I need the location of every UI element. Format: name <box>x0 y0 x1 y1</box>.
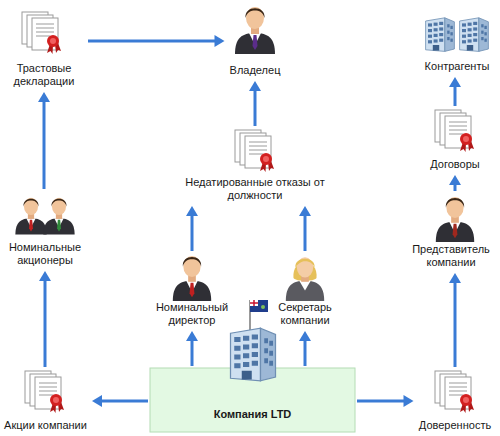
document-icon <box>435 110 474 152</box>
flow-arrow <box>299 206 311 251</box>
document-icon <box>25 371 64 413</box>
flow-arrow <box>88 35 225 47</box>
icon-node: Недатированные отказы от должности <box>178 128 332 203</box>
node-label: Акции компании <box>4 419 87 432</box>
icon-node: Договоры <box>428 108 482 172</box>
person-icon <box>173 256 211 301</box>
flow-arrow <box>449 273 461 367</box>
arrow-line <box>191 214 194 251</box>
arrow-head <box>449 77 461 87</box>
node-label: Доверенность <box>419 419 491 432</box>
arrow-head <box>186 206 198 216</box>
icon-space <box>3 191 87 241</box>
flow-arrow <box>249 81 261 126</box>
company-box: Компания LTD <box>150 368 355 432</box>
arrow-head <box>38 92 50 102</box>
flow-arrow <box>92 395 148 407</box>
arrow-line <box>304 214 307 251</box>
icon-space <box>423 10 492 56</box>
icon-space <box>428 108 482 154</box>
arrow-line <box>357 400 406 403</box>
icon-space <box>261 253 350 301</box>
icon-space <box>2 10 86 62</box>
node-label: Договоры <box>430 158 479 171</box>
arrow-head <box>215 35 225 47</box>
flag <box>250 300 268 312</box>
arrow-line <box>454 281 457 367</box>
flow-arrow <box>38 92 50 189</box>
person-icon <box>15 198 46 235</box>
person-icon <box>286 257 324 301</box>
document-icon <box>235 130 274 172</box>
node-label: Недатированные отказы от должности <box>180 176 330 202</box>
arrow-head <box>186 331 198 341</box>
flow-arrow <box>449 77 461 106</box>
arrow-head <box>404 395 414 407</box>
node-label: Компания LTD <box>214 408 292 421</box>
arrow-head <box>92 395 102 407</box>
flow-arrow <box>357 395 414 407</box>
person-icon <box>43 198 74 235</box>
company-building <box>231 328 276 381</box>
document-icon <box>22 12 61 54</box>
node-label: Номинальный директор <box>150 301 235 327</box>
arrow-line <box>100 400 148 403</box>
building-icon <box>426 18 455 52</box>
icon-space <box>178 128 332 176</box>
person-icon <box>436 197 474 242</box>
arrow-line <box>304 339 307 366</box>
building-icon <box>460 18 489 52</box>
arrow-line <box>454 85 457 106</box>
arrow-head <box>39 271 51 281</box>
icon-node: Номинальный директор <box>148 253 237 328</box>
icon-space <box>417 369 494 415</box>
icon-node: Секретарь компании <box>261 253 350 328</box>
icon-node: Трастовые декларации <box>2 10 86 89</box>
arrow-head <box>449 273 461 283</box>
arrow-head <box>299 206 311 216</box>
arrow-line <box>43 100 46 189</box>
icon-node: Акции компании <box>2 369 89 433</box>
arrow-line <box>254 89 257 126</box>
arrow-head <box>249 81 261 91</box>
flow-arrow <box>186 331 198 366</box>
icon-space <box>228 4 283 60</box>
flow-arrow <box>186 206 198 251</box>
icon-node: Контрагенты <box>423 10 492 74</box>
icon-node: Представитель компании <box>404 193 498 270</box>
node-label: Номинальные акционеры <box>5 241 85 267</box>
flow-arrow <box>299 331 311 366</box>
node-label: Контрагенты <box>425 60 490 73</box>
node-label: Трастовые декларации <box>4 62 84 88</box>
arrow-head <box>299 331 311 341</box>
icon-node: Номинальные акционеры <box>3 191 87 268</box>
node-label: Представитель компании <box>406 243 496 269</box>
flow-arrow <box>449 175 461 191</box>
icon-space <box>404 193 498 243</box>
flow-arrow <box>39 271 51 367</box>
document-icon <box>435 371 474 413</box>
icon-space <box>148 253 237 301</box>
icon-space <box>2 369 89 415</box>
arrow-line <box>191 339 194 366</box>
arrow-line <box>44 279 47 367</box>
person-icon <box>235 7 275 54</box>
icon-node: Владелец <box>228 4 283 78</box>
node-label: Владелец <box>230 64 281 77</box>
arrow-line <box>88 40 217 43</box>
icon-node: Доверенность <box>417 369 494 433</box>
node-label: Секретарь компании <box>263 301 348 327</box>
arrow-head <box>449 175 461 185</box>
